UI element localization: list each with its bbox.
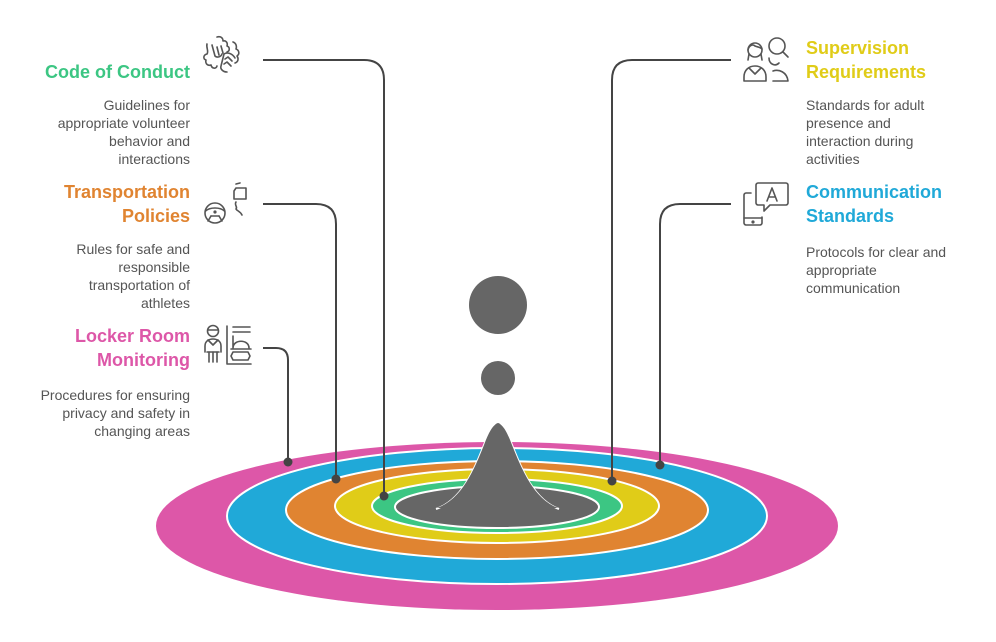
desc-line: transportation of bbox=[88, 277, 190, 293]
desc-line: Rules for safe and bbox=[76, 241, 190, 257]
dot-communication bbox=[655, 460, 665, 470]
desc-line: athletes bbox=[140, 295, 190, 311]
code-of-conduct-title: Code of Conduct bbox=[45, 62, 190, 82]
title-line: Requirements bbox=[806, 62, 927, 82]
title-line: Locker Room bbox=[74, 326, 190, 346]
desc-line: interaction during bbox=[806, 133, 914, 149]
title-line: Communication bbox=[806, 182, 943, 202]
desc-line: responsible bbox=[118, 259, 190, 275]
title-line: Transportation bbox=[63, 182, 190, 202]
desc-line: presence and bbox=[806, 115, 891, 131]
transportation-policies-description: Rules for safe and responsible transport… bbox=[0, 240, 190, 312]
supervision-people-icon bbox=[743, 37, 789, 82]
connector-transportation bbox=[263, 203, 337, 478]
title-line: Policies bbox=[121, 206, 190, 226]
handshake-icon bbox=[203, 35, 240, 73]
desc-line: activities bbox=[806, 151, 860, 167]
connector-dots bbox=[283, 457, 665, 501]
drop-small bbox=[481, 361, 515, 395]
connector-code-of-conduct bbox=[263, 59, 385, 496]
desc-line: appropriate bbox=[806, 262, 877, 278]
dot-transportation bbox=[331, 474, 341, 484]
dot-supervision bbox=[607, 476, 617, 486]
connectors bbox=[263, 59, 731, 496]
desc-line: appropriate volunteer bbox=[57, 115, 190, 131]
title-line: Supervision bbox=[806, 38, 910, 58]
dot-locker-room bbox=[283, 457, 293, 467]
transportation-policies-title: Transportation Policies bbox=[0, 180, 190, 228]
communication-standards-description: Protocols for clear and appropriate comm… bbox=[806, 243, 996, 297]
desc-line: privacy and safety in bbox=[62, 405, 190, 421]
desc-line: changing areas bbox=[94, 423, 190, 439]
desc-line: Protocols for clear and bbox=[806, 244, 947, 260]
drop-large bbox=[469, 276, 527, 334]
supervision-requirements-description: Standards for adult presence and interac… bbox=[806, 96, 996, 168]
desc-line: Procedures for ensuring bbox=[40, 387, 190, 403]
desc-line: Guidelines for bbox=[103, 97, 190, 113]
connector-communication bbox=[659, 203, 731, 465]
code-of-conduct-description: Guidelines for appropriate volunteer beh… bbox=[0, 96, 190, 168]
desc-line: behavior and bbox=[109, 133, 190, 149]
dot-code-of-conduct bbox=[379, 491, 389, 501]
title-line: Standards bbox=[806, 206, 895, 226]
locker-room-monitoring-description: Procedures for ensuring privacy and safe… bbox=[0, 386, 190, 440]
connector-locker-room bbox=[263, 347, 289, 461]
mobile-chat-icon bbox=[743, 182, 789, 226]
title-line: Monitoring bbox=[97, 350, 190, 370]
communication-standards-title: Communication Standards bbox=[806, 180, 996, 228]
locker-room-monitoring-title: Locker Room Monitoring bbox=[0, 324, 190, 372]
droplet-splash bbox=[435, 276, 560, 510]
connector-supervision bbox=[611, 59, 731, 481]
desc-line: interactions bbox=[118, 151, 190, 167]
desc-line: Standards for adult bbox=[806, 97, 925, 113]
splash-fill-gap bbox=[437, 424, 558, 508]
steering-wheel-icon bbox=[204, 182, 247, 224]
desc-line: communication bbox=[806, 280, 901, 296]
locker-room-icon bbox=[204, 324, 252, 365]
supervision-requirements-title: Supervision Requirements bbox=[806, 36, 996, 84]
